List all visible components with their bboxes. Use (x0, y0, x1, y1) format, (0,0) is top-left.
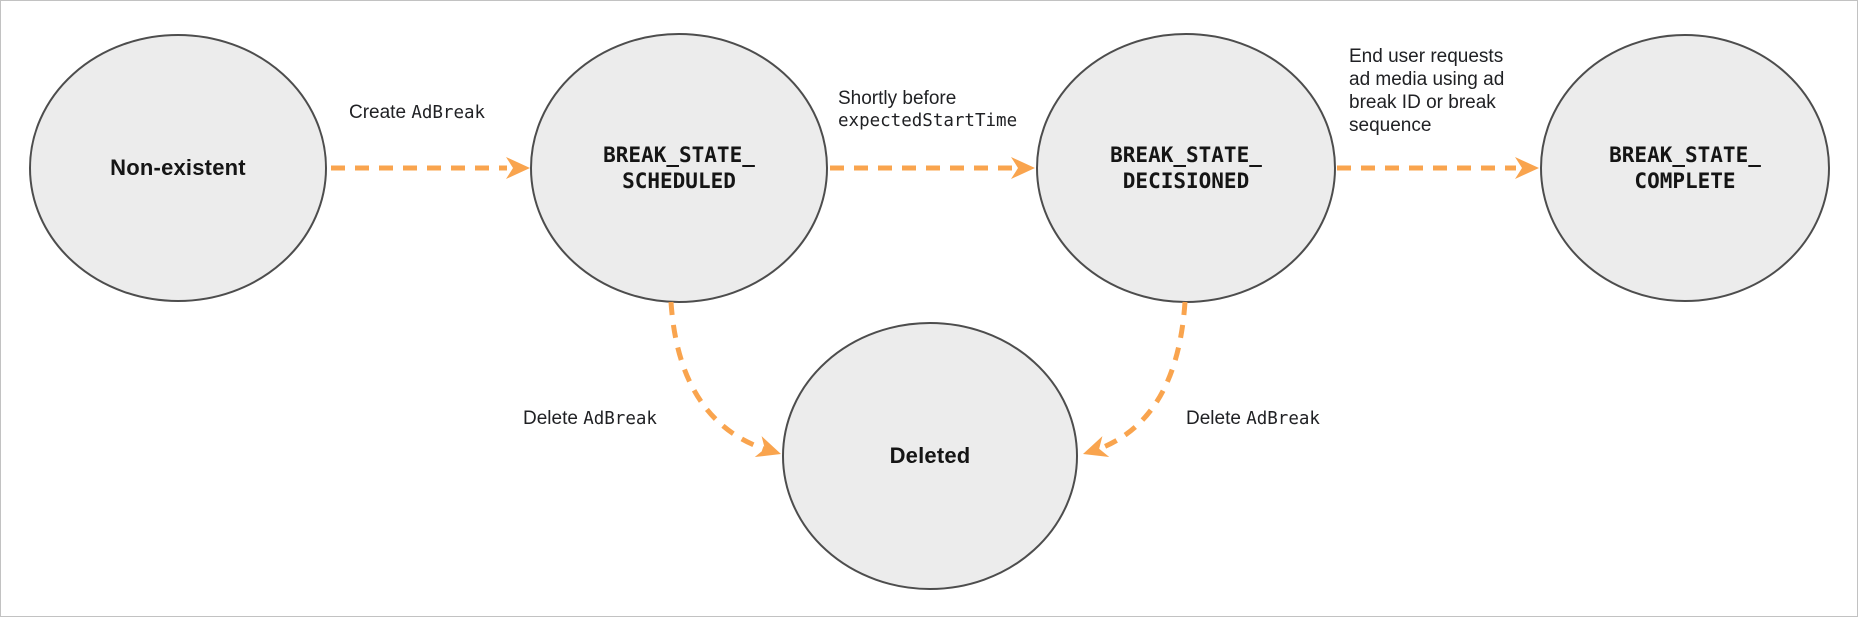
arrowhead-icon (1515, 157, 1539, 179)
edge-label-shortly-before: Shortly before expectedStartTime (838, 87, 1017, 133)
edge-label-line: End user requests (1349, 46, 1504, 67)
state-node-decisioned-circle (1036, 33, 1336, 303)
arrowhead-icon (506, 157, 530, 179)
edge-label-line: break ID or break (1349, 92, 1496, 113)
edge-label-code: AdBreak (1246, 409, 1320, 429)
edge-label-text: Shortly before (838, 88, 957, 109)
arrow-delete-adbreak-right-curve (1095, 301, 1188, 453)
arrow-delete-adbreak-left-curve (668, 301, 768, 453)
state-node-complete-circle (1540, 34, 1830, 302)
edge-label-code: AdBreak (583, 409, 657, 429)
arrowhead-icon (1083, 436, 1110, 458)
edge-label-code: expectedStartTime (838, 111, 1018, 131)
edge-label-line: ad media using ad (1349, 69, 1505, 90)
edge-label-code: AdBreak (411, 103, 486, 123)
edge-label-delete-adbreak-right: Delete AdBreak (1186, 407, 1320, 431)
state-node-scheduled-circle (530, 33, 828, 303)
edge-label-create-adbreak: Create AdBreak (349, 101, 485, 125)
edge-label-text: Create (349, 102, 412, 123)
edge-label-text: Delete (1186, 408, 1247, 429)
state-node-non-existent-circle (29, 34, 327, 302)
arrowhead-icon (1011, 157, 1035, 179)
edge-label-delete-adbreak-left: Delete AdBreak (523, 407, 657, 431)
edge-label-line: sequence (1349, 115, 1432, 136)
state-node-deleted-circle (782, 322, 1078, 590)
edge-label-end-user-requests: End user requests ad media using ad brea… (1349, 45, 1504, 137)
edge-label-text: Delete (523, 408, 584, 429)
arrowhead-icon (754, 436, 781, 458)
